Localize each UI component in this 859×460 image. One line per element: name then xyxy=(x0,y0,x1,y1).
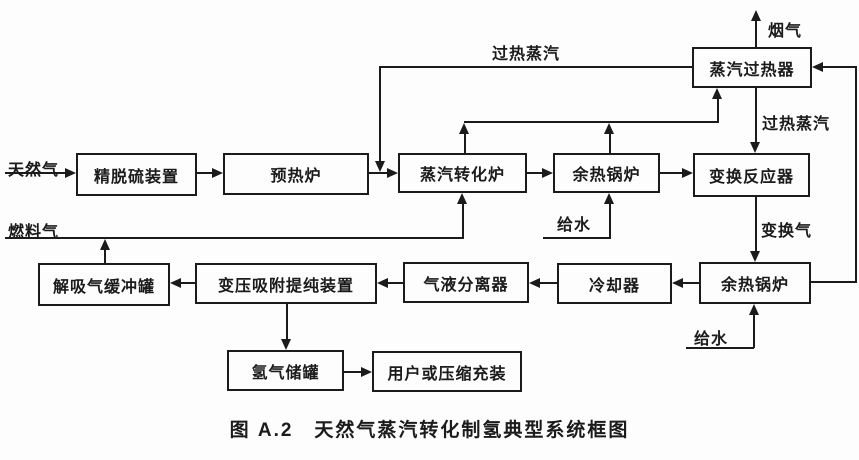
line-whb-top-to-shift-reactor xyxy=(660,172,682,174)
line-fuel-gas xyxy=(5,237,464,239)
box-hydrogen-storage-tank: 氢气储罐 xyxy=(227,350,344,391)
line-header-to-superheater xyxy=(717,99,719,123)
arrow-into-h2-tank xyxy=(281,339,291,350)
line-steam-return-top-stub xyxy=(823,66,857,68)
line-superheated-steam-drop xyxy=(379,66,381,161)
box-fine-desulfurization-unit: 精脱硫装置 xyxy=(76,153,197,196)
arrow-into-shift-reactor xyxy=(682,168,693,178)
arrow-into-cooler xyxy=(672,278,683,288)
line-feed-water-bottom-riser xyxy=(753,315,755,348)
arrow-buffer-tank-to-fuel-line xyxy=(100,239,110,250)
line-feed-water-top xyxy=(543,237,611,239)
line-reformer-steam-riser xyxy=(464,134,466,153)
box-psa-purification-unit: 变压吸附提纯装置 xyxy=(195,263,377,304)
line-flue-gas xyxy=(755,21,757,47)
arrow-flue-gas-up xyxy=(751,10,761,21)
line-buffer-tank-riser xyxy=(104,250,106,263)
box-waste-heat-boiler-top: 余热锅炉 xyxy=(553,153,660,193)
label-shift-gas: 变换气 xyxy=(761,223,813,240)
box-shift-reactor: 变换反应器 xyxy=(693,153,810,197)
box-gas-liquid-separator: 气液分离器 xyxy=(403,262,529,303)
arrow-into-buffer-tank xyxy=(170,278,181,288)
line-separator-to-psa xyxy=(388,282,403,284)
line-psa-to-h2-tank xyxy=(286,304,288,339)
line-whb-top-steam-riser xyxy=(609,134,611,153)
label-superheated-steam-top: 过热蒸汽 xyxy=(492,46,561,63)
arrow-into-whb-top xyxy=(542,168,553,178)
line-natural-gas-feed xyxy=(5,172,65,174)
box-steam-reformer: 蒸汽转化炉 xyxy=(398,153,527,193)
arrow-fuel-gas-into-reformer xyxy=(457,193,467,204)
line-superheated-steam-header xyxy=(379,66,692,68)
line-desulfurizer-to-preheater xyxy=(197,172,212,174)
box-steam-superheater: 蒸汽过热器 xyxy=(692,47,812,88)
arrow-into-reformer xyxy=(387,168,398,178)
box-user-or-compression-filling: 用户或压缩充装 xyxy=(372,351,522,392)
label-feed-water-top: 给水 xyxy=(557,217,592,234)
line-cooler-to-separator xyxy=(540,282,557,284)
label-superheated-steam-right: 过热蒸汽 xyxy=(762,116,831,133)
line-reformer-to-whb-top xyxy=(527,172,542,174)
box-preheating-furnace: 预热炉 xyxy=(223,153,369,195)
arrow-into-user-box xyxy=(361,367,372,377)
arrow-reformer-riser-up xyxy=(459,123,469,134)
line-preheater-to-reformer xyxy=(369,172,387,174)
arrow-steam-into-shift-reactor xyxy=(750,142,760,153)
line-steam-return-riser xyxy=(855,66,857,283)
line-whb-bottom-to-cooler xyxy=(683,282,699,284)
line-superheater-to-shift-reactor xyxy=(755,88,757,142)
box-waste-heat-boiler-bottom: 余热锅炉 xyxy=(699,262,811,304)
line-psa-to-buffer-tank xyxy=(181,282,195,284)
arrow-into-desulfurizer xyxy=(65,168,76,178)
figure-caption: 图 A.2 天然气蒸汽转化制氢典型系统框图 xyxy=(229,420,630,441)
box-cooler: 冷却器 xyxy=(557,263,672,304)
line-h2-tank-to-user xyxy=(344,371,361,373)
line-feed-water-top-riser xyxy=(609,204,611,239)
arrow-into-preheater xyxy=(212,168,223,178)
box-desorption-gas-buffer-tank: 解吸气缓冲罐 xyxy=(38,263,170,306)
label-fuel-gas: 燃料气 xyxy=(8,224,60,241)
arrow-into-separator xyxy=(529,278,540,288)
label-feed-water-bottom: 给水 xyxy=(694,331,729,348)
label-natural-gas: 天然气 xyxy=(8,162,60,179)
label-flue-gas: 烟气 xyxy=(768,23,803,40)
arrow-feed-water-bottom-up xyxy=(749,304,759,315)
line-steam-return-bottom-stub xyxy=(811,281,857,283)
arrow-whb-top-riser-up xyxy=(604,123,614,134)
arrow-into-superheater-bottom xyxy=(712,88,722,99)
arrow-steam-drop-down xyxy=(375,161,385,172)
line-feed-water-bottom xyxy=(686,347,754,349)
arrow-feed-water-top-up xyxy=(604,193,614,204)
line-shift-gas xyxy=(755,197,757,251)
line-fuel-gas-riser xyxy=(462,204,464,239)
arrow-into-superheater-right xyxy=(812,62,823,72)
arrow-shift-gas-down xyxy=(750,251,760,262)
arrow-into-psa xyxy=(377,278,388,288)
line-steam-collection-header xyxy=(464,121,719,123)
